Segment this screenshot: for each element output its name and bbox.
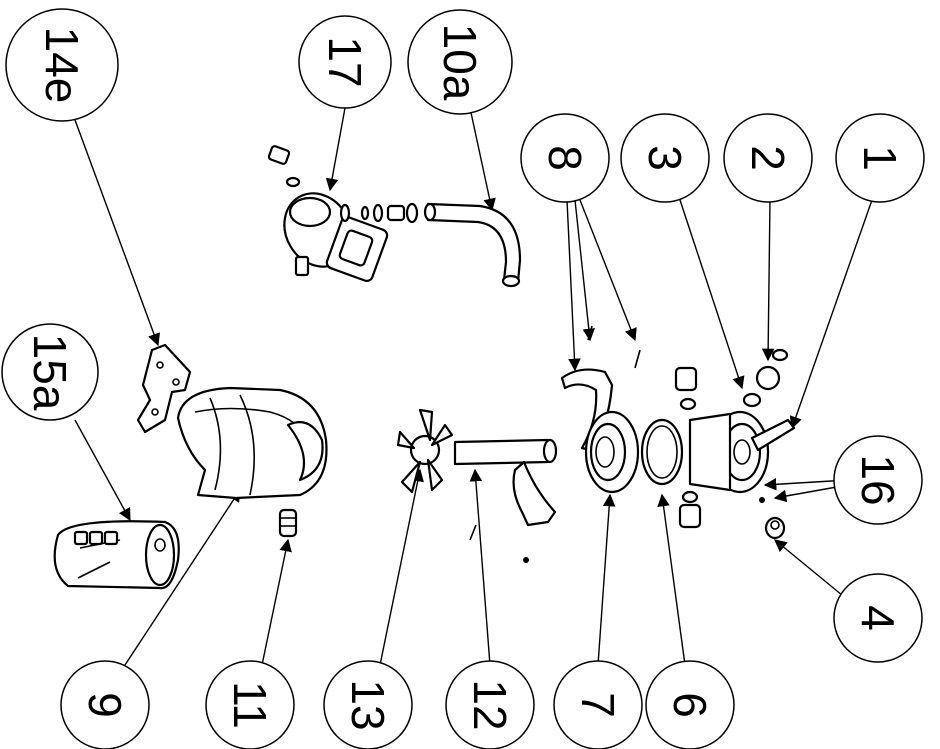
callout-6: 6 (645, 660, 735, 749)
callout-label: 14e (36, 27, 88, 104)
callout-4: 4 (833, 573, 923, 663)
callout-label: 13 (342, 679, 394, 730)
part-14e-bracket (136, 343, 192, 434)
callout-12: 12 (445, 660, 535, 749)
part-13-star-knob (396, 408, 477, 541)
callout-15a: 15a (1, 323, 99, 421)
part-6-o-ring (640, 418, 684, 486)
part-16-pins (759, 497, 765, 503)
callout-13: 13 (323, 660, 413, 749)
callout-label: 6 (664, 692, 716, 718)
part-10a-hose (423, 202, 522, 288)
part-7-seal-plate (584, 410, 640, 494)
callout-10a: 10a (407, 9, 513, 115)
callout-label: 15a (24, 334, 76, 411)
callout-3: 3 (620, 113, 710, 203)
callout-label: 12 (464, 679, 516, 730)
callout-9: 9 (60, 660, 150, 749)
callout-8: 8 (520, 113, 610, 203)
callout-11: 11 (205, 660, 295, 749)
part-4-nut (764, 516, 786, 540)
part-17-solenoid-assembly (267, 145, 419, 282)
part-15a-cylinder (53, 520, 180, 590)
callout-16: 16 (833, 435, 923, 525)
callout-label: 8 (539, 145, 591, 171)
part-11-screw (278, 508, 298, 538)
callout-17: 17 (298, 15, 392, 109)
part-9-housing (176, 386, 328, 500)
part-2-fitting (755, 348, 789, 391)
callout-14e: 14e (5, 8, 119, 122)
part-3-washer (742, 392, 762, 408)
callout-label: 11 (224, 681, 276, 729)
callout-label: 4 (852, 605, 904, 631)
callout-label: 9 (79, 692, 131, 718)
callout-label: 2 (742, 145, 794, 171)
callout-label: 1 (854, 145, 906, 171)
callout-label: 17 (319, 36, 371, 87)
callout-label: 3 (639, 145, 691, 171)
part-12-shaft (453, 438, 558, 563)
callout-7: 7 (553, 660, 643, 749)
part-valve-body (674, 366, 796, 529)
callout-label: 16 (852, 454, 904, 505)
callout-1: 1 (835, 113, 925, 203)
callout-label: 10a (434, 24, 486, 101)
callout-label: 7 (572, 692, 624, 718)
callout-2: 2 (723, 113, 813, 203)
